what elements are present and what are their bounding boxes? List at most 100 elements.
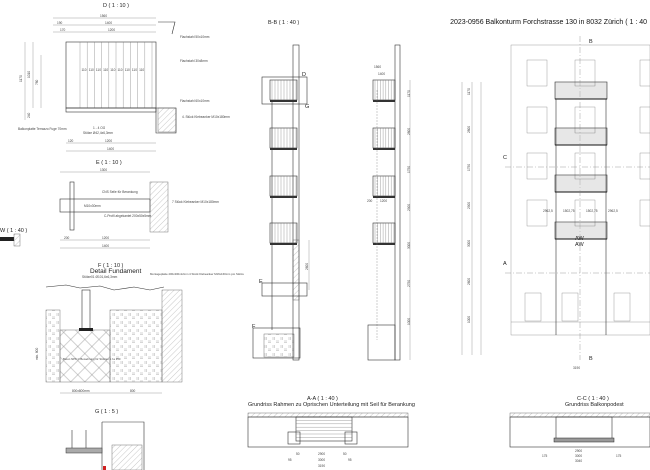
dim: 1750 [467, 164, 471, 171]
dim: 3000 [318, 458, 325, 462]
section-marker-b-top: B [589, 39, 593, 45]
dim: 1502,75 [563, 209, 575, 213]
dim: 1010 [27, 71, 31, 78]
dim: 170 [60, 28, 66, 32]
balcony-railing [554, 81, 608, 100]
bar-spacing-dim: 110 [89, 68, 94, 72]
bar-spacing-dim: 110 [96, 68, 101, 72]
dim: 2900 [467, 202, 471, 209]
annotation: CNS Seile für Berankung [102, 190, 138, 194]
detail-f-subtitle: Detail Fundament [90, 268, 141, 275]
section-cc: C-C ( 1 : 40 ) Grundriss Balkonpodest 29… [509, 396, 650, 463]
detail-g: G ( 1 : 5 ) [65, 409, 145, 470]
dim: 50 [343, 452, 347, 456]
dim: 240 [27, 112, 31, 118]
dim: 175 [542, 454, 548, 458]
dim: 1400 [105, 21, 112, 25]
sheet-title: 2023-0956 Balkonturm Forchstrasse 130 in… [450, 19, 647, 26]
detail-e: E ( 1 : 10 ) 1300 CNS Seile für Berankun… [59, 160, 219, 249]
dim: 2600 [467, 278, 471, 285]
dim: 2750 [407, 280, 411, 287]
frame [295, 416, 353, 442]
window [639, 106, 650, 134]
window [526, 199, 548, 227]
callout-marker: G [305, 104, 309, 110]
dim: 2900 [318, 452, 325, 456]
dim: 2800 [467, 126, 471, 133]
balcony-slab [270, 100, 297, 102]
dim: 1000 [407, 318, 411, 325]
window [639, 199, 650, 227]
detail-w-label: W ( 1 : 40 ) [0, 228, 27, 234]
annotation: Stütze Ø42,4x6,3mm [83, 131, 113, 135]
dim: 3000 [575, 454, 582, 458]
detail-w-profile [0, 237, 14, 241]
dim: 200 [64, 236, 70, 240]
balcony-railing [372, 175, 396, 197]
dim: 3000 [467, 240, 471, 247]
section-cc-label: C-C ( 1 : 40 ) [577, 396, 609, 402]
balcony-railing [554, 174, 608, 193]
annotation: 7 Stück Klebeanker M10x180mm [172, 200, 219, 204]
dim: 2800 [407, 128, 411, 135]
balcony-slab [270, 196, 297, 198]
dim: 1750 [407, 166, 411, 173]
annotation: Flachstahl 30x8mm [180, 59, 208, 63]
dim: 1200 [102, 236, 109, 240]
section-marker-a: A [503, 261, 507, 267]
annotation: C-Profil abgekantet 200x50x5mm [104, 214, 152, 218]
window [639, 152, 650, 180]
section-aa-subtitle: Grundriss Rahmen zu Oprischen Unterteilu… [248, 402, 415, 408]
dim: 3190 [573, 366, 580, 370]
dim: 3040 [575, 459, 582, 463]
window [639, 59, 650, 87]
balcony-slab [373, 196, 395, 198]
window [524, 292, 542, 322]
section-bb-label: B-B ( 1 : 40 ) [268, 20, 299, 26]
callout-marker: F [252, 324, 256, 330]
dim: 95 [288, 458, 292, 462]
dim: 1400 [378, 72, 385, 76]
dim: 1400 [102, 244, 109, 248]
dim: 2900 [575, 449, 582, 453]
annotation: M10x30mm [84, 204, 101, 208]
dim: 1200 [105, 139, 112, 143]
annotation: Montageplatte 200x200x12mm 4 Stück Klebe… [150, 272, 244, 276]
dim: 2962,5 [608, 209, 618, 213]
annotation: Balkonplatte Terrazzo Fuge 70mm [18, 127, 67, 131]
detail-f-label: F ( 1 : 10 ) [98, 263, 124, 269]
dim: 1502,75 [586, 209, 598, 213]
dim: 1170 [19, 75, 23, 82]
callout-marker: E [259, 279, 263, 285]
dim: 175 [616, 454, 622, 458]
dim: 120 [68, 139, 74, 143]
dim: 1000 [467, 316, 471, 323]
detail-d-label: D ( 1 : 10 ) [103, 3, 129, 9]
section-bb: B-B ( 1 : 40 ) D G E F 2600 1560 1400 12… [252, 20, 411, 361]
annotation: Stütze01 Ø101,6x6,3mm [82, 275, 118, 279]
window [574, 152, 596, 180]
balcony-slab [373, 148, 395, 150]
balcony-slab [373, 243, 395, 245]
detail-f: F ( 1 : 10 ) Detail Fundament Stütze01 Ø… [35, 263, 244, 394]
dim: 1170 [467, 88, 471, 95]
annotation: Flachstahl 50x10mm [180, 35, 210, 39]
balcony-slab [373, 100, 395, 102]
dim: 50 [296, 452, 300, 456]
dim: 800x800mm [72, 389, 90, 393]
dim: 780 [35, 79, 39, 85]
dim: 95 [348, 458, 352, 462]
balcony-slab [270, 148, 297, 150]
section-aa: A-A ( 1 : 40 ) Grundriss Rahmen zu Opris… [247, 396, 415, 468]
dim: min. 800 [35, 348, 39, 360]
dim: 1560 [374, 65, 381, 69]
annotation: 4. Stück Klebeanker M10x180mm [182, 115, 230, 119]
dim: 800 [130, 389, 136, 393]
dim: 2962,5 [543, 209, 553, 213]
dim: 200 [367, 199, 373, 203]
annotation: Flachstahl 60x10mm [180, 99, 210, 103]
bar-spacing-dim: 110 [82, 68, 87, 72]
window [574, 106, 596, 134]
